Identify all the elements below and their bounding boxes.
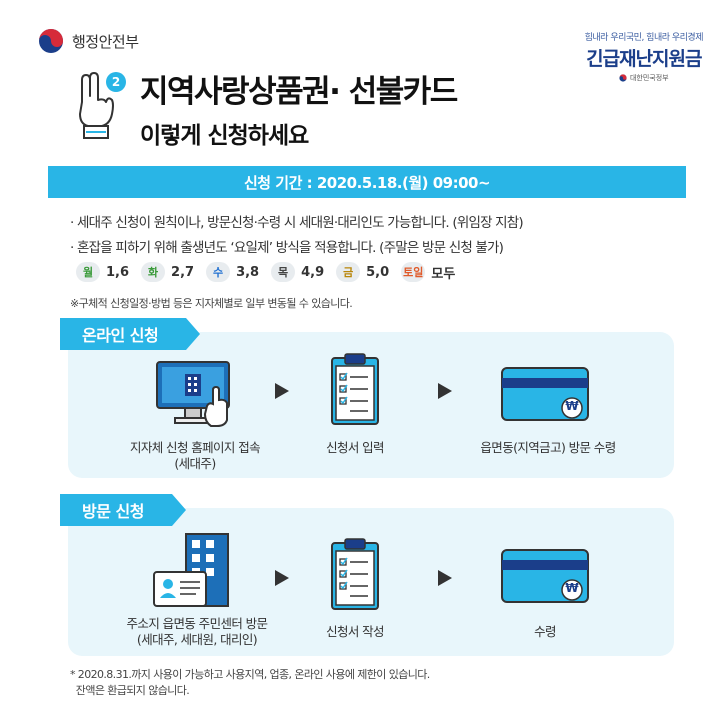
online-step-1-sub: (세대주) [174, 456, 216, 471]
day-numbers-thu: 4,9 [301, 264, 325, 280]
day-badge-weekend: 토일 [401, 262, 426, 282]
online-step-1-label: 지자체 신청 홈페이지 접속 [129, 440, 261, 455]
tagline: 힘내라 우리국민, 힘내라 우리경제 [584, 33, 704, 43]
day-badge-mon: 월 [76, 262, 100, 282]
hand-two-icon: 2 [72, 72, 130, 142]
ministry-name: 행정안전부 [72, 32, 139, 51]
day-badge-fri: 금 [336, 262, 361, 282]
weekday-schedule: 월 1,6 화 2,7 수 3,8 목 4,9 금 5,0 토일 모두 [76, 262, 461, 282]
schedule-disclaimer: ※구체적 신청일정·방법 등은 지자체별로 일부 변동될 수 있습니다. [70, 297, 353, 310]
sub-title: 이렇게 신청하세요 [140, 123, 309, 149]
online-section-tab: 온라인 신청 [60, 318, 200, 350]
note-line-1: · 세대주 신청이 원칙이나, 방문신청·수령 시 세대원·대리인도 가능합니다… [70, 215, 524, 231]
arrow-right-icon [275, 383, 289, 399]
note-line-2: · 혼잡을 피하기 위해 출생년도 ‘요일제’ 방식을 적용합니다. (주말은 … [70, 240, 504, 256]
visit-step-2-label: 신청서 작성 [326, 624, 384, 639]
online-step-3-caption: 읍면동(지역금고) 방문 수령 [458, 440, 638, 456]
clipboard-icon [330, 537, 380, 615]
community-center-icon [150, 530, 240, 612]
arrow-right-icon [275, 570, 289, 586]
government-mark: 대한민국정부 [585, 73, 703, 83]
application-period-bar: 신청 기간 : 2020.5.18.(월) 09:00~ [48, 166, 686, 198]
day-badge-wed: 수 [206, 262, 231, 282]
day-numbers-fri: 5,0 [366, 264, 390, 280]
day-numbers-tue: 2,7 [171, 264, 195, 280]
footnote-line-2: 잔액은 환급되지 않습니다. [70, 684, 190, 697]
payment-card-icon: ₩ [500, 548, 590, 608]
day-badge-tue: 화 [141, 262, 166, 282]
online-step-2-label: 신청서 입력 [326, 440, 384, 455]
arrow-right-icon [438, 383, 452, 399]
day-numbers-wed: 3,8 [236, 264, 260, 280]
day-numbers-mon: 1,6 [106, 264, 130, 280]
day-numbers-weekend: 모두 [431, 266, 456, 282]
visit-step-1-label: 주소지 읍면동 주민센터 방문 [126, 616, 269, 631]
visit-step-3-caption: 수령 [500, 624, 590, 640]
payment-card-icon: ₩ [500, 366, 590, 426]
taegeuk-emblem-icon [39, 29, 63, 53]
online-step-3-label: 읍면동(지역금고) 방문 수령 [480, 440, 616, 455]
relief-fund-title: 긴급재난지원금 [586, 48, 702, 70]
main-title: 지역사랑상품권· 선불카드 [140, 74, 458, 110]
arrow-right-icon [438, 570, 452, 586]
visit-step-3-label: 수령 [534, 624, 556, 639]
visit-section-tab: 방문 신청 [60, 494, 186, 526]
won-symbol: ₩ [565, 399, 579, 413]
won-symbol: ₩ [565, 581, 579, 595]
relief-fund-logo: 힘내라 우리국민, 힘내라 우리경제 긴급재난지원금 대한민국정부 [584, 30, 704, 83]
ministry-logo: 행정안전부 [38, 28, 139, 54]
taegeuk-small-icon [619, 74, 627, 82]
computer-icon [155, 360, 239, 436]
visit-step-2-caption: 신청서 작성 [300, 624, 410, 640]
visit-step-1-caption: 주소지 읍면동 주민센터 방문 (세대주, 세대원, 대리인) [108, 616, 286, 648]
online-step-1-caption: 지자체 신청 홈페이지 접속 (세대주) [110, 440, 280, 472]
visit-step-1-sub: (세대주, 세대원, 대리인) [136, 632, 258, 647]
online-step-2-caption: 신청서 입력 [300, 440, 410, 456]
usage-footnote: * 2020.8.31.까지 사용이 가능하고 사용지역, 업종, 온라인 사용… [70, 667, 430, 699]
day-badge-thu: 목 [271, 262, 296, 282]
clipboard-icon [330, 352, 380, 430]
footnote-line-1: * 2020.8.31.까지 사용이 가능하고 사용지역, 업종, 온라인 사용… [70, 668, 430, 681]
step-number-badge: 2 [106, 72, 126, 92]
government-label: 대한민국정부 [629, 74, 669, 82]
